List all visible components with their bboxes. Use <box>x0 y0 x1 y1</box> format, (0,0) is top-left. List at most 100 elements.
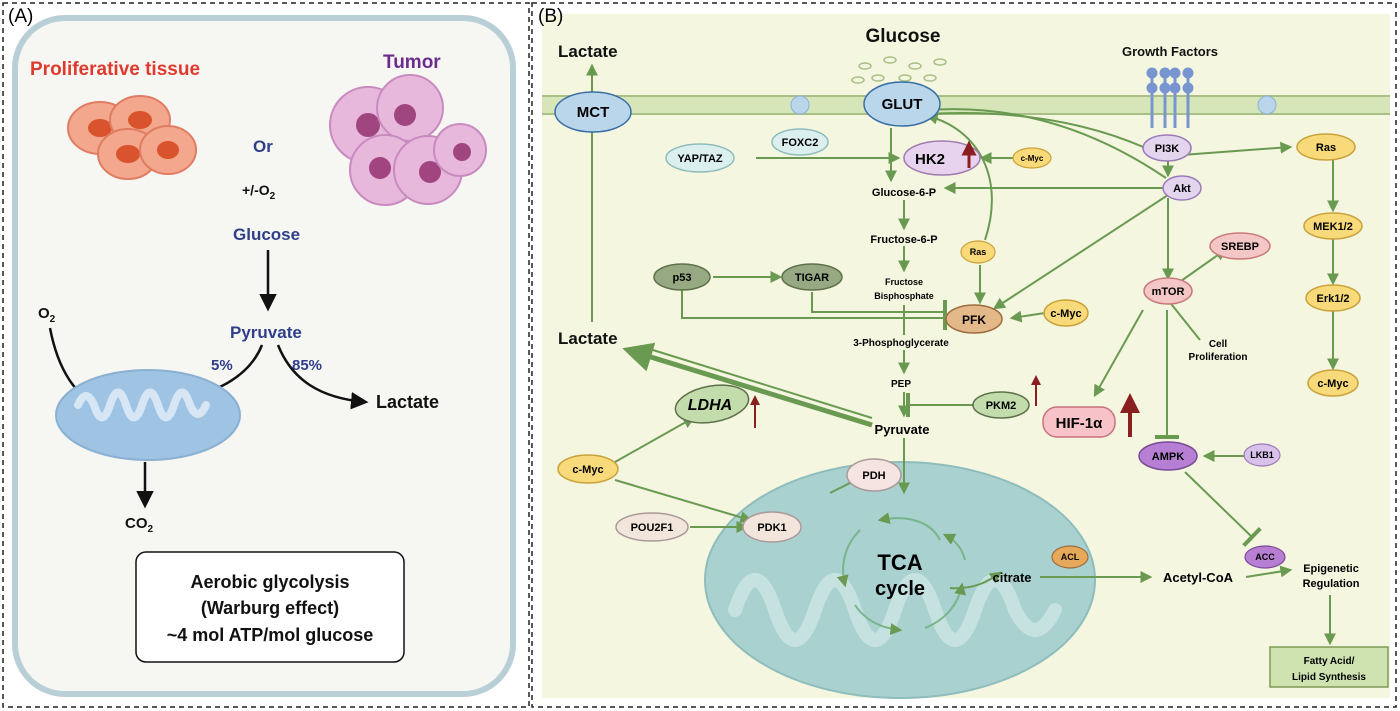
glucose-top-label: Glucose <box>866 26 941 47</box>
p53-node[interactable]: p53 <box>653 263 711 291</box>
svg-text:LDHA: LDHA <box>688 397 732 414</box>
svg-text:mTOR: mTOR <box>1152 286 1185 298</box>
pdk1-node[interactable]: PDK1 <box>742 511 802 543</box>
panel-b-label: (B) <box>538 6 563 27</box>
growth-factors-label: Growth Factors <box>1122 44 1218 59</box>
pyruvate-label-b: Pyruvate <box>875 422 930 437</box>
acc-node[interactable]: ACC <box>1244 545 1286 569</box>
svg-text:LKB1: LKB1 <box>1250 450 1274 460</box>
svg-text:Ras: Ras <box>1316 142 1336 154</box>
yap-taz-node[interactable]: YAP/TAZ <box>665 143 735 173</box>
tca-label-line2: cycle <box>875 578 925 600</box>
ampk-node[interactable]: AMPK <box>1138 441 1198 471</box>
svg-text:c-Myc: c-Myc <box>572 464 603 476</box>
cmyc-pfk-node[interactable]: c-Myc <box>1043 299 1089 327</box>
fructose-6p-label: Fructose-6-P <box>870 234 937 246</box>
tca-label-line1: TCA <box>877 550 922 575</box>
foxc2-node[interactable]: FOXC2 <box>771 128 829 156</box>
cmyc-hk2-node[interactable]: c-Myc <box>1012 147 1052 169</box>
pou2f1-node[interactable]: POU2F1 <box>615 512 689 542</box>
cmyc-right-node[interactable]: c-Myc <box>1307 369 1359 397</box>
mct-node[interactable]: MCT <box>554 91 632 133</box>
srebp-node[interactable]: SREBP <box>1209 232 1271 260</box>
cell-proliferation-line1: Cell <box>1209 339 1228 350</box>
svg-text:HIF-1α: HIF-1α <box>1056 415 1104 432</box>
proliferative-cells-icon <box>67 95 197 180</box>
pdh-node[interactable]: PDH <box>846 458 902 492</box>
percent-lactate-label: 85% <box>292 357 322 374</box>
3pg-label: 3-Phosphoglycerate <box>853 338 949 349</box>
ras-mid-node[interactable]: Ras <box>960 240 996 264</box>
svg-text:Ras: Ras <box>970 247 987 257</box>
svg-text:ACL: ACL <box>1061 552 1080 562</box>
mtor-node[interactable]: mTOR <box>1143 277 1193 305</box>
glucose-molecules-icon <box>851 56 947 84</box>
pyruvate-label-a: Pyruvate <box>230 323 302 342</box>
fatty-acid-box[interactable]: Fatty Acid/ Lipid Synthesis <box>1269 646 1389 688</box>
mek-node[interactable]: MEK1/2 <box>1303 212 1363 240</box>
proliferative-tissue-label: Proliferative tissue <box>30 59 200 80</box>
citrate-label: citrate <box>992 570 1031 585</box>
svg-text:YAP/TAZ: YAP/TAZ <box>677 153 723 165</box>
svg-text:c-Myc: c-Myc <box>1317 378 1348 390</box>
lactate-label-a: Lactate <box>376 392 439 412</box>
membrane-channel-icon <box>1257 95 1277 115</box>
svg-text:PDK1: PDK1 <box>757 522 786 534</box>
pep-label: PEP <box>891 379 911 390</box>
svg-text:ACC: ACC <box>1255 552 1275 562</box>
epigenetic-line2: Regulation <box>1303 578 1360 590</box>
acl-node[interactable]: ACL <box>1051 545 1089 569</box>
glucose-6p-label: Glucose-6-P <box>872 187 936 199</box>
pfk-node[interactable]: PFK <box>945 304 1003 334</box>
tumor-label: Tumor <box>383 52 441 73</box>
erk-node[interactable]: Erk1/2 <box>1305 284 1361 312</box>
epigenetic-line1: Epigenetic <box>1303 563 1359 575</box>
tigar-node[interactable]: TIGAR <box>781 263 843 291</box>
akt-node[interactable]: Akt <box>1162 175 1202 201</box>
ras-right-node[interactable]: Ras <box>1296 133 1356 161</box>
pyruvate-to-lactate-arrow-b <box>622 342 873 428</box>
svg-text:POU2F1: POU2F1 <box>631 522 674 534</box>
fbp-label-line1: Fructose <box>885 277 923 287</box>
svg-text:FOXC2: FOXC2 <box>782 137 819 149</box>
svg-text:Fatty Acid/: Fatty Acid/ <box>1304 656 1355 667</box>
membrane-channel-icon <box>790 95 810 115</box>
svg-text:SREBP: SREBP <box>1221 241 1259 253</box>
hif-1a-node[interactable]: HIF-1α <box>1042 406 1116 438</box>
svg-text:GLUT: GLUT <box>882 96 923 113</box>
warburg-line-3: ~4 mol ATP/mol glucose <box>167 625 374 645</box>
svg-text:MEK1/2: MEK1/2 <box>1313 221 1353 233</box>
growth-factor-receptor-icon <box>1146 67 1194 128</box>
fbp-label-line2: Bisphosphate <box>874 291 934 301</box>
svg-text:p53: p53 <box>673 272 692 284</box>
pkm2-node[interactable]: PKM2 <box>972 391 1030 419</box>
cmyc-left-node[interactable]: c-Myc <box>557 454 619 484</box>
hk2-node[interactable]: HK2 <box>903 140 981 176</box>
svg-text:PI3K: PI3K <box>1155 143 1180 155</box>
lactate-top-label: Lactate <box>558 42 618 61</box>
glut-node[interactable]: GLUT <box>863 81 941 127</box>
pyruvate-to-lactate-arrow <box>276 344 369 410</box>
pi3k-node[interactable]: PI3K <box>1142 134 1192 162</box>
or-label: Or <box>253 137 273 156</box>
svg-text:Lipid Synthesis: Lipid Synthesis <box>1292 672 1366 683</box>
svg-text:c-Myc: c-Myc <box>1021 154 1044 163</box>
svg-text:Akt: Akt <box>1173 183 1191 195</box>
cell-proliferation-line2: Proliferation <box>1189 352 1248 363</box>
mitochondrion-a-icon <box>55 369 241 461</box>
o2-label: O2 <box>38 305 56 325</box>
glucose-label-a: Glucose <box>233 225 300 244</box>
tumor-cells-icon <box>329 74 487 206</box>
warburg-line-1: Aerobic glycolysis <box>190 572 349 592</box>
panel-a-label: (A) <box>8 6 33 27</box>
lactate-mid-label: Lactate <box>558 329 618 348</box>
svg-text:Erk1/2: Erk1/2 <box>1316 293 1349 305</box>
pathway-arrows <box>586 63 1339 646</box>
cell-membrane <box>542 96 1390 114</box>
ldha-node[interactable]: LDHA <box>672 380 751 428</box>
svg-text:PKM2: PKM2 <box>986 400 1017 412</box>
warburg-box <box>135 551 405 663</box>
lkb1-node[interactable]: LKB1 <box>1243 443 1281 467</box>
acetyl-coa-label: Acetyl-CoA <box>1163 570 1234 585</box>
